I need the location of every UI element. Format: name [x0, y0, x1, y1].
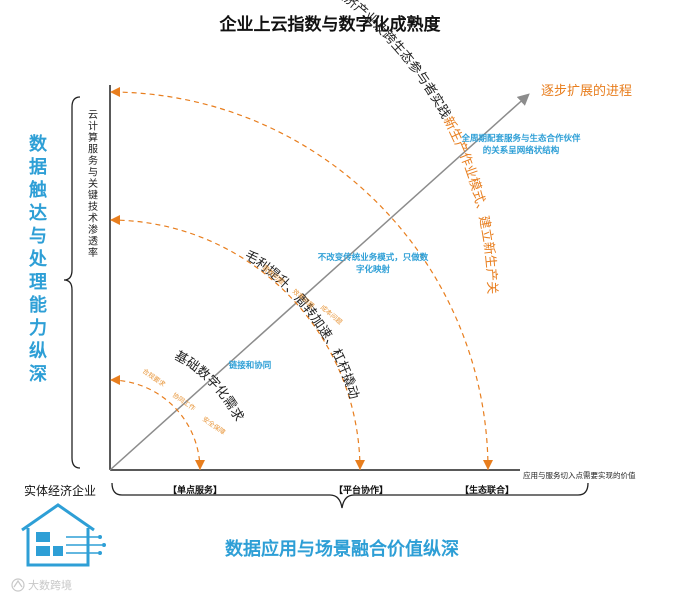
outer-note-line1: 全周期配套服务与生态合作伙伴 [460, 133, 581, 144]
inner-arc-bottom-arrow [195, 460, 205, 470]
outer-arc-bottom-arrow [483, 460, 493, 470]
inner-vertical-label-text-char: 务 [88, 154, 98, 167]
inner-vertical-label-text-char: 技 [88, 200, 98, 213]
watermark-text: 大数跨境 [28, 578, 72, 592]
inner-arc-text: 基础数字化需求 [172, 349, 246, 425]
middle-arc-bottom-arrow [355, 460, 365, 470]
origin-label: 实体经济企业 [24, 483, 96, 498]
inner-vertical-label-text-char: 云 [88, 110, 98, 121]
inner-vertical-label-text-char: 关 [88, 177, 98, 190]
left-axis-title-text-char: 与 [29, 226, 47, 247]
outer-arc-left-arrow [110, 87, 120, 97]
inner-vertical-label-text-char: 服 [88, 144, 98, 156]
left-axis-title-text-char: 达 [29, 202, 47, 224]
left-axis-title-text: 数据触达与处理能力纵深 [28, 133, 48, 385]
left-axis-title-text-char: 处 [28, 248, 48, 270]
inner-vertical-label-text-char: 率 [88, 246, 98, 259]
inner-vertical-label-text-char: 术 [88, 213, 98, 225]
progression-label: 逐步扩展的进程 [541, 83, 632, 99]
left-axis-title-text-char: 据 [29, 156, 47, 178]
left-axis-title-text-char: 能 [29, 294, 47, 316]
bottom-bracket [111, 482, 589, 509]
left-axis-title-text-char: 力 [29, 318, 47, 339]
left-axis-title-text-char: 数 [29, 133, 48, 155]
left-axis-title-text-char: 理 [29, 272, 47, 293]
inner-vertical-label-text-char: 计 [88, 120, 98, 133]
enterprise-building-icon [21, 503, 106, 567]
middle-note-line2: 字化映射 [356, 264, 391, 275]
inner-sub-1: 合规要求 [141, 366, 168, 389]
outer-arc [109, 91, 489, 471]
inner-vertical-label-text-char: 键 [88, 189, 98, 202]
middle-arc-text: 毛利提升、周转加速、杠杆撬动 [242, 248, 361, 401]
inner-vertical-label-text: 云计算服务与关键技术渗透率 [88, 110, 98, 259]
inner-vertical-label-text-char: 渗 [88, 223, 98, 236]
diagram-title: 企业上云指数与数字化成熟度 [219, 14, 442, 35]
left-axis-title: 数据触达与处理能力纵深 [28, 133, 48, 385]
watermark-logo-icon [11, 578, 25, 592]
middle-note-line1: 不改变传统业务模式，只做数 [318, 252, 429, 263]
inner-note: 链接和协同 [229, 360, 272, 371]
inner-sub-3: 安全保障 [201, 414, 228, 437]
inner-sub-2: 协同工作 [171, 390, 198, 413]
middle-arc-textpath: 毛利提升、周转加速、杠杆撬动 [242, 248, 361, 401]
left-axis-title-text-char: 触 [29, 179, 47, 201]
bottom-axis-title: 数据应用与场景融合价值纵深 [225, 538, 459, 560]
inner-arc-left-arrow [110, 375, 120, 385]
middle-arc-left-arrow [110, 215, 120, 225]
inner-vertical-label-text-char: 与 [88, 167, 98, 179]
stage-label-2: 【平台协作】 [334, 484, 388, 496]
inner-vertical-label-text-char: 算 [88, 131, 98, 144]
progression-arrow [109, 93, 530, 471]
stage-label-3: 【生态联合】 [460, 484, 514, 496]
left-bracket [63, 96, 81, 469]
outer-note-line2: 的关系呈网络状结构 [483, 145, 560, 156]
stage-label-1: 【单点服务】 [168, 484, 222, 496]
left-axis-title-text-char: 深 [29, 363, 47, 385]
inner-arc-textpath: 基础数字化需求 [172, 349, 246, 425]
inner-vertical-label-text-char: 透 [88, 236, 98, 248]
left-axis-title-text-char: 纵 [29, 341, 47, 362]
inner-arc [109, 379, 201, 471]
right-note: 应用与服务切入点需要实现的价值 [523, 470, 636, 480]
middle-arc [109, 219, 361, 471]
inner-vertical-label: 云计算服务与关键技术渗透率 [88, 110, 98, 259]
